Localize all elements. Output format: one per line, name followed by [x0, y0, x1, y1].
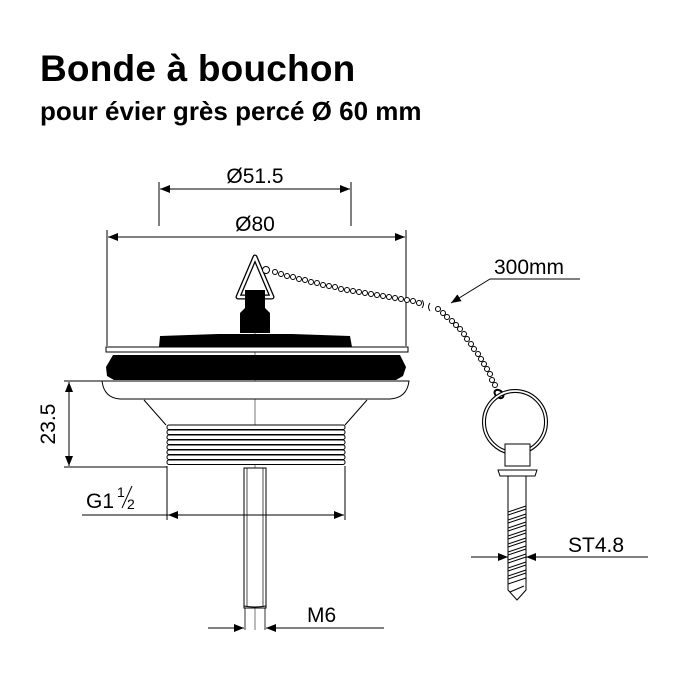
drawing-title: Bonde à bouchon [40, 48, 356, 89]
dimension-outer-diameter: Ø80 [106, 213, 407, 346]
dimension-stem: M6 [208, 604, 384, 632]
dimension-screw: ST4.8 [471, 534, 648, 561]
stem-label: M6 [307, 604, 336, 627]
outer-diameter-label: Ø80 [235, 213, 275, 236]
inner-diameter-label: Ø51.5 [226, 165, 283, 188]
stem [243, 467, 267, 630]
wall-screw [482, 389, 548, 601]
chain-length-label: 300mm [494, 256, 564, 279]
dimension-thread: G1 1 2 [82, 484, 344, 519]
height-label: 23.5 [37, 404, 60, 445]
thread-label: G1 [86, 490, 114, 513]
gasket [106, 355, 406, 380]
drain-body [101, 380, 410, 520]
thread-fraction-den: 2 [127, 496, 135, 512]
thread-fraction-num: 1 [117, 484, 125, 500]
drawing-subtitle: pour évier grès percé Ø 60 mm [40, 96, 422, 126]
stopper [159, 254, 352, 347]
screw-size-label: ST4.8 [568, 534, 624, 557]
dimension-inner-diameter: Ø51.5 [158, 165, 352, 226]
flange-plate [105, 346, 409, 353]
dimension-height: 23.5 [37, 380, 167, 468]
dimension-chain: 300mm [450, 256, 580, 304]
